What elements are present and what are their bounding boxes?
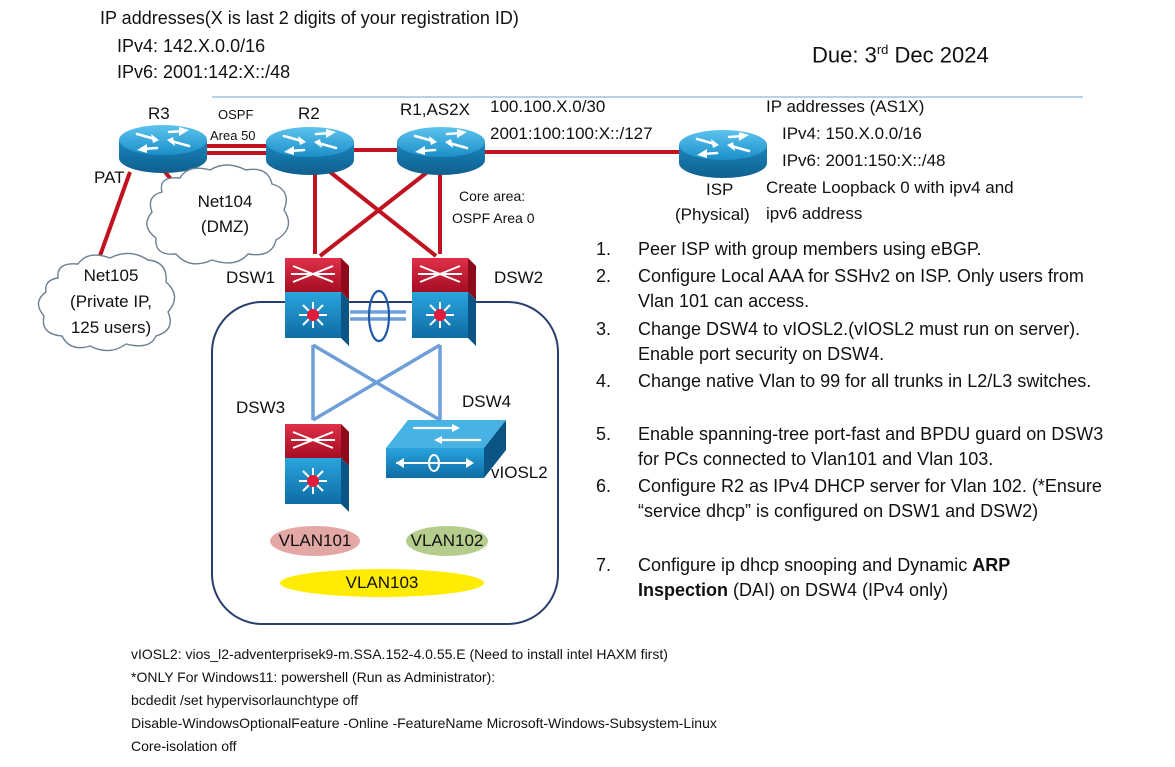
label-pat: PAT — [94, 168, 125, 187]
label-r3: R3 — [148, 104, 170, 123]
cloud-net105-line2: (Private IP, — [70, 292, 152, 311]
switch-dsw3-icon — [284, 423, 350, 513]
switch-dsw2-icon — [411, 257, 477, 347]
label-dsw1: DSW1 — [226, 268, 276, 287]
note-viosl2-image: vIOSL2: vios_l2-adventerprisek9-m.SSA.15… — [131, 646, 668, 662]
note-bcdedit: bcdedit /set hypervisorlaunchtype off — [131, 692, 358, 708]
label-vlan101: VLAN101 — [278, 531, 352, 550]
label-dsw2: DSW2 — [494, 268, 544, 287]
isp-ip-title: IP addresses (AS1X) — [766, 97, 925, 116]
label-r1: R1,AS2X — [400, 100, 470, 119]
cloud-net105-line1: Net105 — [83, 266, 139, 285]
note-disable-wsl: Disable-WindowsOptionalFeature -Online -… — [131, 715, 717, 731]
router-r3-icon — [117, 123, 209, 175]
vlan102-ellipse — [406, 526, 488, 556]
cloud-net104-line1: Net104 — [197, 192, 253, 211]
switch-dsw4-icon — [386, 420, 506, 478]
etherchannel-oval — [367, 289, 391, 343]
router-isp-icon — [677, 128, 769, 180]
label-r2: R2 — [298, 104, 320, 123]
label-ospf: OSPF — [218, 107, 254, 122]
vlan101-ellipse — [270, 526, 360, 556]
group-ipv4: IPv4: 142.X.0.0/16 — [117, 36, 266, 56]
cloud-net105 — [37, 252, 176, 352]
ip-addresses-title: IP addresses(X is last 2 digits of your … — [100, 8, 519, 28]
label-vlan102: VLAN102 — [410, 531, 484, 550]
label-isp-physical: (Physical) — [675, 205, 750, 224]
wan-links — [90, 144, 682, 279]
isp-loopback-line2: ipv6 address — [766, 204, 863, 223]
cloud-net104 — [146, 164, 290, 265]
label-viosl2: vIOSL2 — [491, 463, 548, 482]
label-link-v6: 2001:100:100:X::/127 — [490, 124, 653, 143]
router-r2-icon — [264, 125, 356, 177]
label-isp: ISP — [706, 180, 734, 199]
label-vlan103: VLAN103 — [345, 573, 419, 592]
label-area50: Area 50 — [210, 128, 256, 143]
isp-ipv4: IPv4: 150.X.0.0/16 — [782, 124, 922, 143]
label-core-area: Core area: — [459, 188, 526, 204]
isp-ipv6: IPv6: 2001:150:X::/48 — [782, 151, 946, 170]
label-dsw4: DSW4 — [462, 392, 512, 411]
note-windows11: *ONLY For Windows11: powershell (Run as … — [131, 669, 496, 685]
note-core-isolation: Core-isolation off — [131, 738, 237, 754]
label-ospf-area0: OSPF Area 0 — [452, 210, 535, 226]
label-dsw3: DSW3 — [236, 398, 286, 417]
group-ipv6: IPv6: 2001:142:X::/48 — [117, 62, 291, 82]
vlan103-ellipse — [280, 569, 484, 597]
cloud-net105-line3: 125 users) — [70, 318, 152, 337]
lan-container — [211, 301, 559, 625]
router-r1-icon — [395, 125, 487, 177]
due-date: Due: 3rd Dec 2024 — [812, 42, 989, 68]
cloud-net104-line2: (DMZ) — [200, 217, 250, 236]
lan-links — [311, 310, 442, 422]
label-link-v4: 100.100.X.0/30 — [490, 97, 606, 116]
isp-loopback-line1: Create Loopback 0 with ipv4 and — [766, 178, 1014, 197]
switch-dsw1-icon — [284, 257, 350, 347]
